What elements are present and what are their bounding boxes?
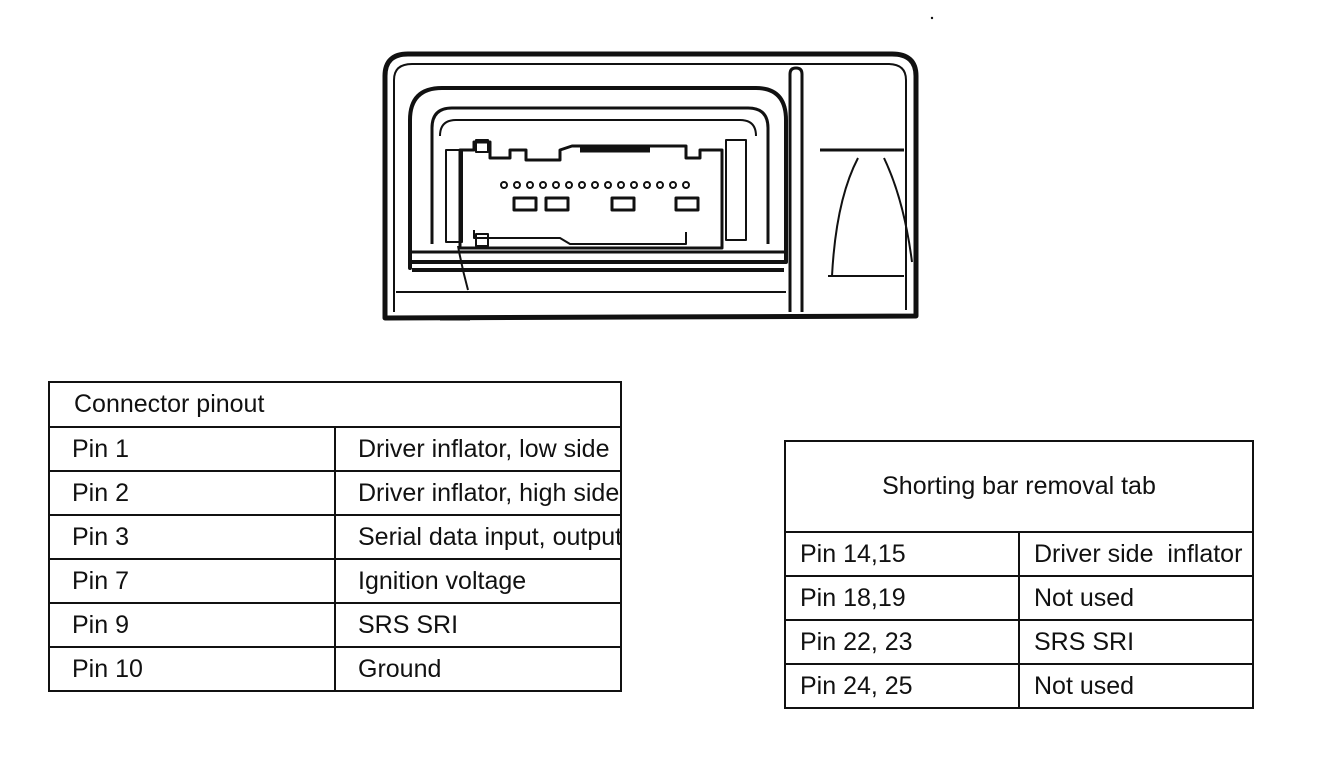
pin-cell: Pin 2 [48, 470, 336, 516]
pinout-header-row: Connector pinout [48, 381, 622, 428]
shorting-bar-table: Shorting bar removal tab Pin 14,15 Drive… [784, 440, 1254, 709]
tab-curve-right [883, 157, 913, 263]
table-row: Pin 7 Ignition voltage [48, 558, 622, 604]
pin-cell: Pin 14,15 [784, 531, 1020, 577]
table-row: Pin 10 Ground [48, 646, 622, 692]
pin-holes [500, 181, 690, 189]
function-cell: SRS SRI [334, 602, 622, 648]
shorting-header-row: Shorting bar removal tab [784, 440, 1254, 533]
function-cell: SRS SRI [1018, 619, 1254, 665]
connector-pinout-table: Connector pinout Pin 1 Driver inflator, … [48, 381, 622, 692]
connector-housing [382, 51, 919, 321]
function-cell: Ground [334, 646, 622, 692]
function-cell: Ignition voltage [334, 558, 622, 604]
pin-cell: Pin 22, 23 [784, 619, 1020, 665]
function-cell: Serial data input, output [334, 514, 622, 560]
shorting-bar-title: Shorting bar removal tab [784, 440, 1254, 533]
table-row: Pin 1 Driver inflator, low side [48, 426, 622, 472]
shorting-bar-tab [788, 66, 804, 312]
function-cell: Driver inflator, low side [334, 426, 622, 472]
table-row: Pin 22, 23 SRS SRI [784, 619, 1254, 665]
table-row: Pin 2 Driver inflator, high side [48, 470, 622, 516]
table-row: Pin 18,19 Not used [784, 575, 1254, 621]
function-cell: Driver inflator, high side [334, 470, 622, 516]
table-row: Pin 24, 25 Not used [784, 663, 1254, 709]
table-row: Pin 14,15 Driver side inflator [784, 531, 1254, 577]
connector-shroud [408, 86, 788, 270]
function-cell: Driver side inflator [1018, 531, 1254, 577]
pin-cell: Pin 10 [48, 646, 336, 692]
pin-cell: Pin 9 [48, 602, 336, 648]
terminal-block [445, 139, 747, 250]
table-row: Pin 3 Serial data input, output [48, 514, 622, 560]
table-row: Pin 9 SRS SRI [48, 602, 622, 648]
pin-cell: Pin 24, 25 [784, 663, 1020, 709]
pin-cell: Pin 7 [48, 558, 336, 604]
pin-cell: Pin 3 [48, 514, 336, 560]
shorting-bar-windows [512, 196, 700, 212]
pin-cell: Pin 1 [48, 426, 336, 472]
tab-curve-left [831, 157, 859, 277]
function-cell: Not used [1018, 663, 1254, 709]
pinout-title: Connector pinout [48, 381, 622, 428]
function-cell: Not used [1018, 575, 1254, 621]
housing-inner-outline [393, 63, 907, 312]
pin-cell: Pin 18,19 [784, 575, 1020, 621]
